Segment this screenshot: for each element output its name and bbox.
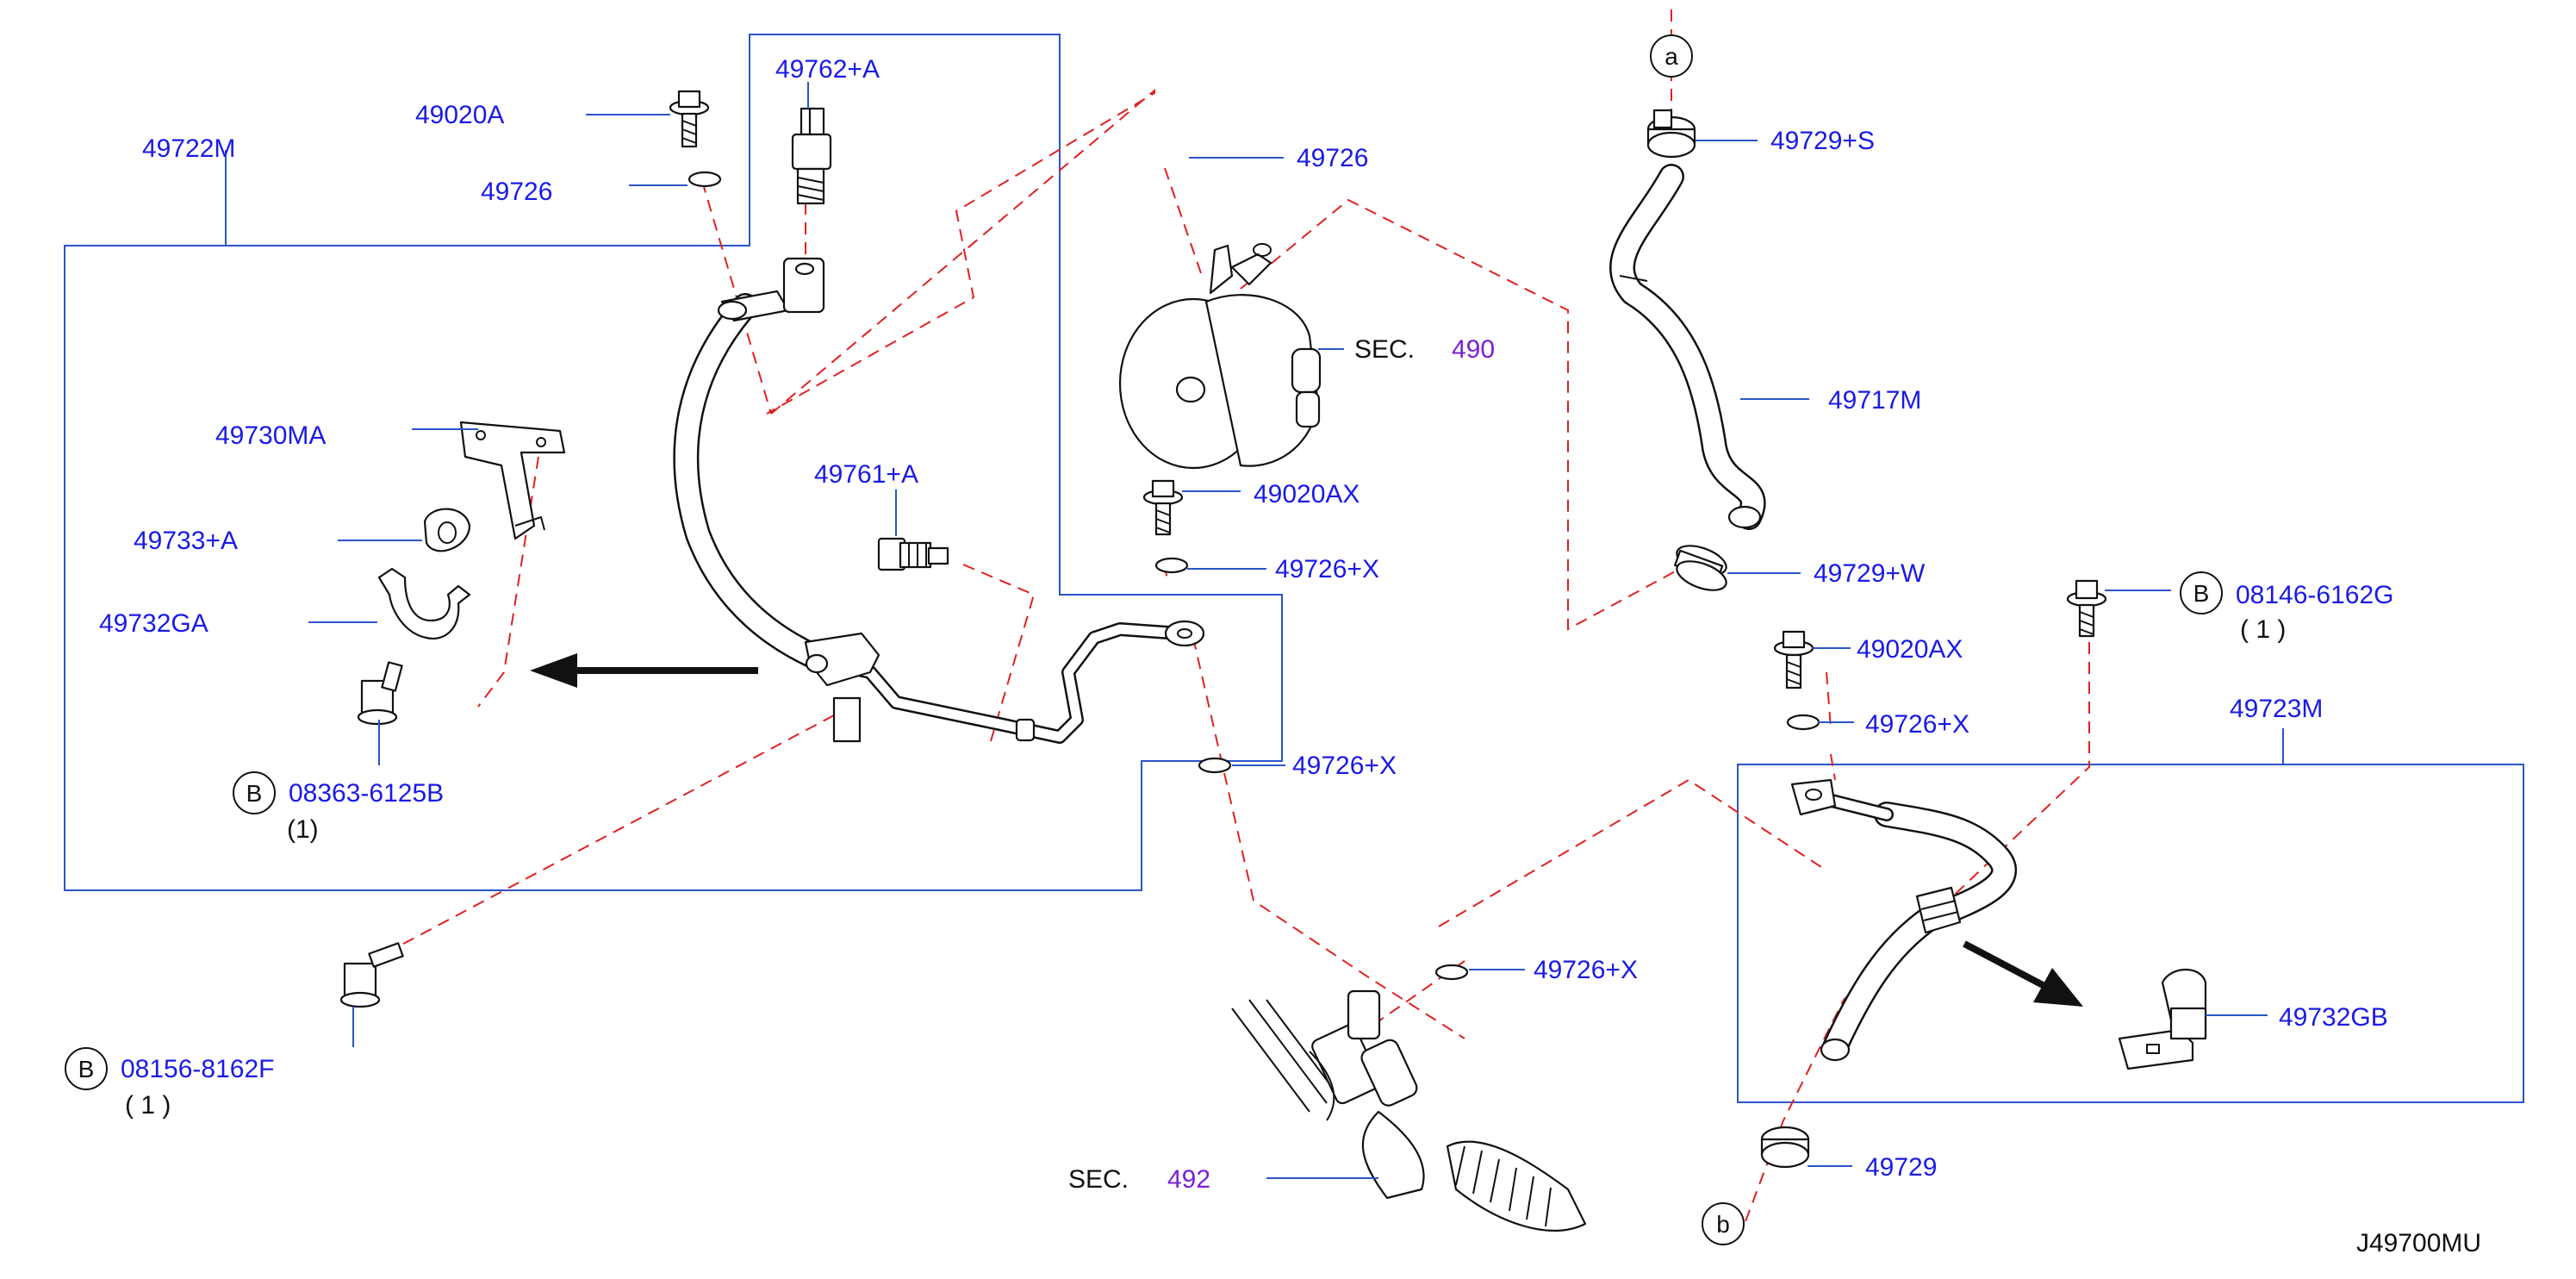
- sec-492-number: 492: [1167, 1165, 1210, 1194]
- label-49762A: 49762+A: [775, 55, 880, 84]
- qty-08156-8162F: ( 1 ): [125, 1091, 171, 1120]
- bolt-08146-6162G-icon: [2066, 579, 2107, 638]
- label-49020A: 49020A: [415, 101, 504, 129]
- clamp-49732GA-icon: [377, 567, 471, 640]
- connector-b: b: [1702, 1202, 1745, 1245]
- diagram-code: J49700MU: [2356, 1229, 2481, 1257]
- return-hose-49717M-icon: [1609, 164, 1766, 530]
- qty-08363-6125B: (1): [287, 815, 319, 844]
- guide-lines: [378, 9, 2090, 1225]
- label-49732GB: 49732GB: [2279, 1003, 2388, 1032]
- svg-text:B: B: [78, 1056, 95, 1082]
- leader-lines: [308, 82, 2268, 1179]
- label-08363-6125B: 08363-6125B: [289, 779, 444, 808]
- direction-arrow-right-icon: [1963, 940, 2083, 1007]
- high-pressure-hose-icon: [673, 257, 844, 677]
- label-08156-8162F: 08156-8162F: [121, 1055, 274, 1083]
- direction-arrow-left-icon: [530, 653, 758, 688]
- clamp-49729S-icon: [1646, 109, 1696, 159]
- group-frame-49722M: [64, 34, 1283, 891]
- label-49761A: 49761+A: [814, 460, 918, 489]
- grommet-49733A-icon: [423, 508, 471, 552]
- label-49729: 49729: [1865, 1153, 1937, 1182]
- washer-49726X-b-icon: [1198, 757, 1232, 774]
- label-49726X-b: 49726+X: [1292, 752, 1397, 780]
- label-49717M: 49717M: [1828, 386, 1921, 415]
- label-49729W: 49729+W: [1814, 559, 1926, 588]
- group-frame-49723M: [1737, 764, 2524, 1103]
- bolt-ref-marker-3: B: [2180, 571, 2223, 615]
- hose-assembly-49723M-icon: [1790, 778, 2017, 1062]
- label-49722M: 49722M: [142, 134, 235, 163]
- svg-text:b: b: [1716, 1211, 1730, 1238]
- label-49726X-a: 49726+X: [1275, 555, 1379, 583]
- sec-492-prefix: SEC.: [1068, 1165, 1129, 1194]
- label-49732GA: 49732GA: [99, 609, 208, 638]
- connector-a: a: [1650, 34, 1693, 78]
- power-steering-pump-icon: [1118, 243, 1322, 470]
- washer-49726X-d-icon: [1434, 964, 1469, 981]
- label-49020AX-a: 49020AX: [1254, 480, 1360, 508]
- bolt-ref-marker-1: B: [233, 771, 276, 814]
- label-49723M: 49723M: [2230, 695, 2323, 723]
- bolt-49020AX-lower-icon: [1773, 630, 1814, 689]
- washer-49726-icon: [688, 171, 722, 188]
- label-49726-top: 49726: [481, 178, 552, 206]
- pressure-sensor-49762A-icon: [791, 107, 832, 205]
- bolt-08363-6125B-icon: [357, 661, 403, 726]
- label-49726-pump: 49726: [1297, 144, 1368, 172]
- label-49726X-d: 49726+X: [1534, 956, 1638, 984]
- sec-490-number: 490: [1452, 335, 1495, 364]
- svg-text:B: B: [246, 780, 263, 807]
- label-08146-6162G: 08146-6162G: [2236, 581, 2394, 609]
- label-49730MA: 49730MA: [215, 421, 326, 450]
- svg-text:a: a: [1664, 43, 1678, 70]
- bolt-49020AX-upper-icon: [1142, 479, 1184, 536]
- metal-tube-icon: [804, 620, 1205, 744]
- bracket-49730MA-icon: [459, 421, 566, 540]
- steering-gear-icon: [1231, 989, 1587, 1232]
- label-49729S: 49729+S: [1770, 127, 1875, 155]
- svg-text:B: B: [2193, 580, 2210, 607]
- washer-49726X-a-icon: [1154, 557, 1189, 574]
- bolt-08156-8162F-icon: [339, 942, 404, 1008]
- clamp-49729W-icon: [1674, 545, 1727, 591]
- label-49733A: 49733+A: [134, 527, 238, 555]
- bolt-ref-marker-2: B: [65, 1047, 108, 1090]
- label-49726X-c: 49726+X: [1865, 710, 1969, 739]
- bracket-49732GB-icon: [2118, 969, 2207, 1070]
- label-49020AX-b: 49020AX: [1857, 635, 1963, 664]
- clamp-49729-icon: [1760, 1126, 1810, 1169]
- washer-49726X-c-icon: [1786, 714, 1820, 731]
- sensor-49761A-icon: [877, 537, 949, 571]
- bolt-49020A-icon: [669, 90, 710, 148]
- sec-490-prefix: SEC.: [1354, 335, 1415, 364]
- qty-08146-6162G: ( 1 ): [2240, 615, 2286, 644]
